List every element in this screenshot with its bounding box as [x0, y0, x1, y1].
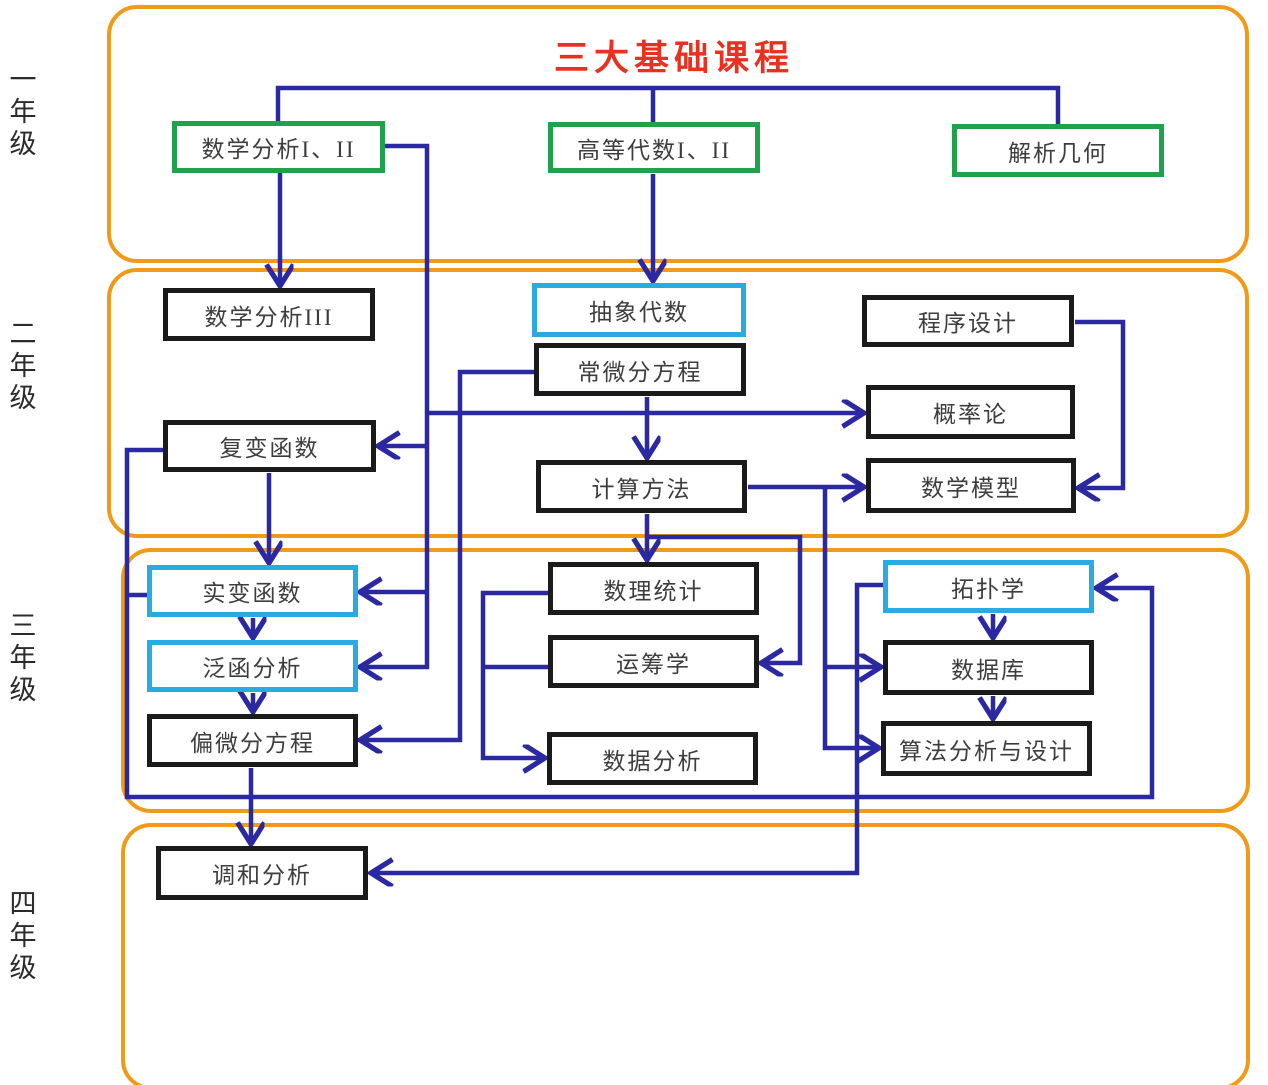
year-4-label: 四年级	[9, 889, 37, 983]
page-title: 三大基础课程	[553, 39, 794, 78]
node-ode: 常微分方程	[534, 343, 746, 396]
node-label: 实变函数	[202, 581, 303, 606]
node-label: 高等代数I、II	[577, 137, 731, 163]
node-label: 数学分析III	[204, 304, 334, 330]
node-label: 拓扑学	[951, 576, 1026, 602]
node-data-analysis: 数据分析	[547, 732, 758, 785]
node-label: 概率论	[933, 402, 1008, 427]
node-label: 算法分析与设计	[899, 738, 1074, 764]
node-label: 解析几何	[1008, 140, 1108, 166]
node-label: 数学模型	[921, 475, 1021, 501]
year-1-label: 一年级	[9, 65, 37, 159]
node-label: 数学分析I、II	[201, 137, 356, 162]
node-harmonic-analysis: 调和分析	[156, 846, 368, 900]
node-label: 常微分方程	[577, 359, 703, 385]
node-abstract-algebra: 抽象代数	[532, 283, 746, 337]
node-label: 数理统计	[603, 578, 704, 604]
node-analytic-geometry: 解析几何	[952, 124, 1164, 177]
node-label: 计算方法	[591, 476, 692, 502]
node-math-model: 数学模型	[866, 458, 1076, 513]
node-label: 偏微分方程	[190, 730, 315, 756]
node-label: 调和分析	[212, 863, 312, 888]
node-computing-method: 计算方法	[536, 460, 747, 513]
node-pde: 偏微分方程	[147, 714, 358, 767]
node-label: 程序设计	[918, 311, 1018, 336]
year-2-label: 二年级	[9, 319, 37, 413]
node-database: 数据库	[883, 640, 1094, 695]
node-label: 泛函分析	[202, 656, 303, 681]
node-complex-function: 复变函数	[163, 420, 376, 472]
node-functional-analysis: 泛函分析	[147, 640, 358, 692]
node-label: 运筹学	[616, 651, 691, 677]
year-1-container	[107, 5, 1249, 263]
node-algorithm-design: 算法分析与设计	[881, 721, 1092, 776]
node-math-statistics: 数理统计	[548, 562, 759, 615]
node-label: 数据库	[951, 657, 1026, 683]
year-3-label: 三年级	[9, 611, 37, 705]
node-operations-research: 运筹学	[548, 635, 759, 688]
node-math-analysis-3: 数学分析III	[163, 288, 375, 341]
node-math-analysis-1-2: 数学分析I、II	[172, 121, 385, 173]
node-label: 复变函数	[219, 436, 320, 461]
node-advanced-algebra-1-2: 高等代数I、II	[548, 122, 760, 173]
node-label: 数据分析	[602, 748, 703, 774]
node-probability: 概率论	[866, 385, 1075, 439]
node-topology: 拓扑学	[883, 560, 1094, 613]
node-real-function: 实变函数	[147, 565, 358, 617]
node-label: 抽象代数	[589, 300, 689, 325]
node-programming: 程序设计	[862, 295, 1074, 347]
